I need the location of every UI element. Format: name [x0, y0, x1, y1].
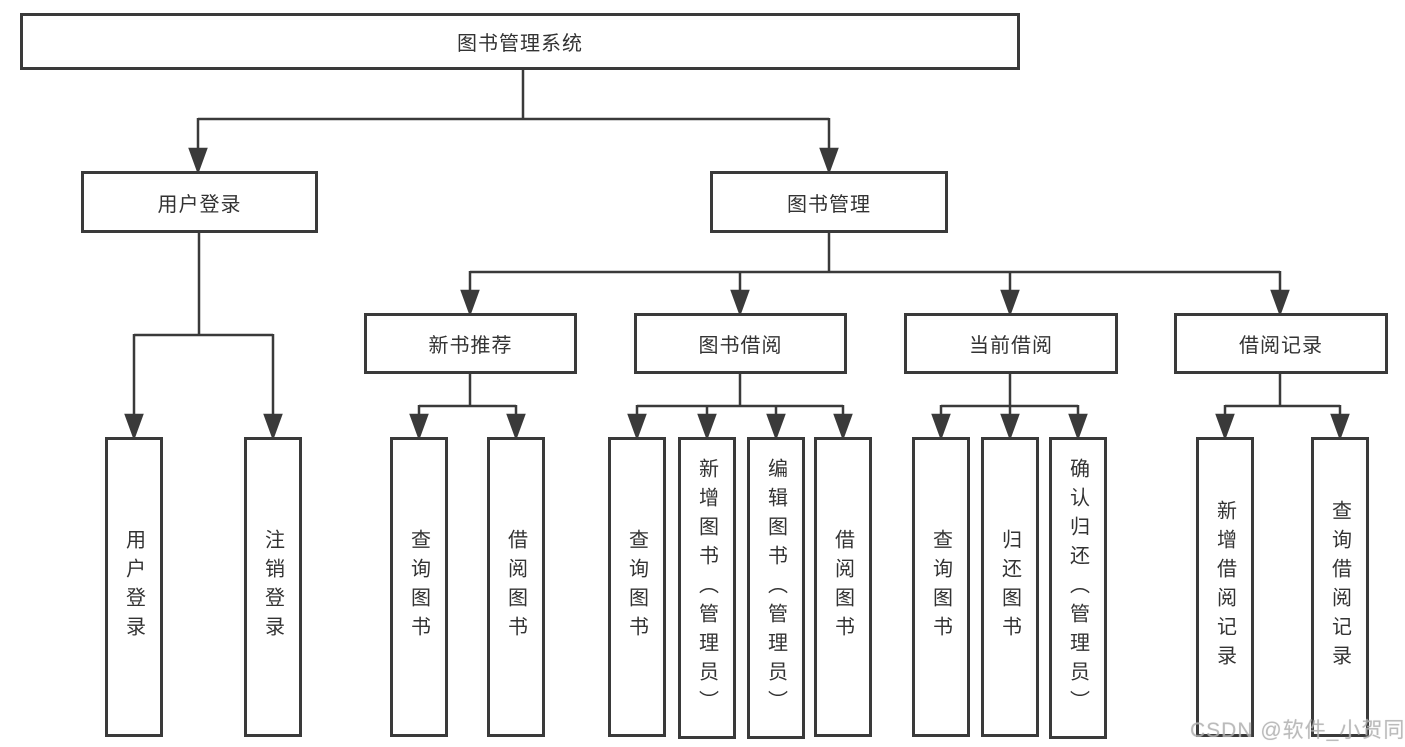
arrow-down-icon	[1000, 289, 1020, 317]
leaf-query-books-borrow: 查询图书	[608, 437, 666, 737]
arrow-down-icon	[1068, 413, 1088, 441]
node-current-borrow: 当前借阅	[904, 313, 1118, 374]
arrow-down-icon	[506, 413, 526, 441]
node-borrow-records: 借阅记录	[1174, 313, 1388, 374]
arrow-down-icon	[409, 413, 429, 441]
arrow-down-icon	[766, 413, 786, 441]
leaf-confirm-return-admin: 确认归还（管理员）	[1049, 437, 1107, 739]
leaf-add-books-admin: 新增图书（管理员）	[678, 437, 736, 739]
arrow-down-icon	[1330, 413, 1350, 441]
connector-borrow-to-leaves	[627, 374, 853, 441]
csdn-watermark: CSDN @软件_小贺同学	[1190, 719, 1405, 742]
connector-records-to-leaves	[1215, 374, 1350, 441]
node-user-login: 用户登录	[81, 171, 318, 233]
connector-newbook-to-leaves	[409, 374, 526, 441]
leaf-add-borrow-record: 新增借阅记录	[1196, 437, 1254, 737]
arrow-down-icon	[627, 413, 647, 441]
leaf-query-books-recommend: 查询图书	[390, 437, 448, 737]
leaf-query-books-current: 查询图书	[912, 437, 970, 737]
arrow-down-icon	[819, 147, 839, 175]
connector-login-to-leaves	[124, 233, 283, 441]
connector-current-to-leaves	[931, 374, 1088, 441]
arrow-down-icon	[730, 289, 750, 317]
leaf-logout: 注销登录	[244, 437, 302, 737]
node-new-book-recommend: 新书推荐	[364, 313, 577, 374]
connector-root-to-level2	[188, 70, 839, 175]
leaf-borrow-books: 借阅图书	[814, 437, 872, 737]
node-root-system: 图书管理系统	[20, 13, 1020, 70]
arrow-down-icon	[931, 413, 951, 441]
arrow-down-icon	[263, 413, 283, 441]
leaf-query-borrow-record: 查询借阅记录	[1311, 437, 1369, 737]
arrow-down-icon	[188, 147, 208, 175]
arrow-down-icon	[697, 413, 717, 441]
arrow-down-icon	[1270, 289, 1290, 317]
arrow-down-icon	[1215, 413, 1235, 441]
node-book-borrow: 图书借阅	[634, 313, 847, 374]
arrow-down-icon	[833, 413, 853, 441]
leaf-borrow-books-recommend: 借阅图书	[487, 437, 545, 737]
leaf-return-books: 归还图书	[981, 437, 1039, 737]
arrow-down-icon	[1000, 413, 1020, 441]
node-book-management: 图书管理	[710, 171, 948, 233]
connector-management-to-level3	[460, 233, 1290, 317]
leaf-user-login: 用户登录	[105, 437, 163, 737]
arrow-down-icon	[124, 413, 144, 441]
arrow-down-icon	[460, 289, 480, 317]
leaf-edit-books-admin: 编辑图书（管理员）	[747, 437, 805, 739]
